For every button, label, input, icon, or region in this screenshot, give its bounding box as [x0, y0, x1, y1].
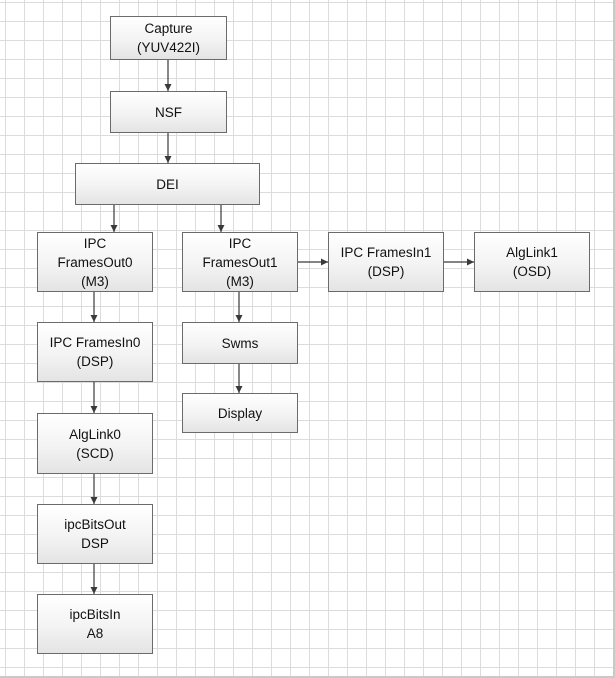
- node-ipc-bits-out[interactable]: ipcBitsOut DSP: [37, 504, 153, 564]
- node-swms[interactable]: Swms: [182, 322, 298, 364]
- node-alglink0[interactable]: AlgLink0 (SCD): [37, 413, 153, 474]
- node-capture[interactable]: Capture (YUV422I): [110, 16, 227, 60]
- node-dei[interactable]: DEI: [75, 163, 260, 205]
- node-ipc-frames-out1[interactable]: IPC FramesOut1 (M3): [182, 232, 298, 292]
- node-display[interactable]: Display: [182, 393, 298, 433]
- node-nsf[interactable]: NSF: [110, 91, 227, 133]
- page-edge: [0, 676, 615, 678]
- node-ipc-frames-in0[interactable]: IPC FramesIn0 (DSP): [37, 322, 153, 382]
- node-ipc-frames-out0[interactable]: IPC FramesOut0 (M3): [37, 232, 153, 292]
- node-ipc-frames-in1[interactable]: IPC FramesIn1 (DSP): [328, 232, 444, 292]
- page-edge: [613, 0, 615, 678]
- node-ipc-bits-in[interactable]: ipcBitsIn A8: [37, 594, 153, 654]
- node-alglink1[interactable]: AlgLink1 (OSD): [474, 232, 590, 292]
